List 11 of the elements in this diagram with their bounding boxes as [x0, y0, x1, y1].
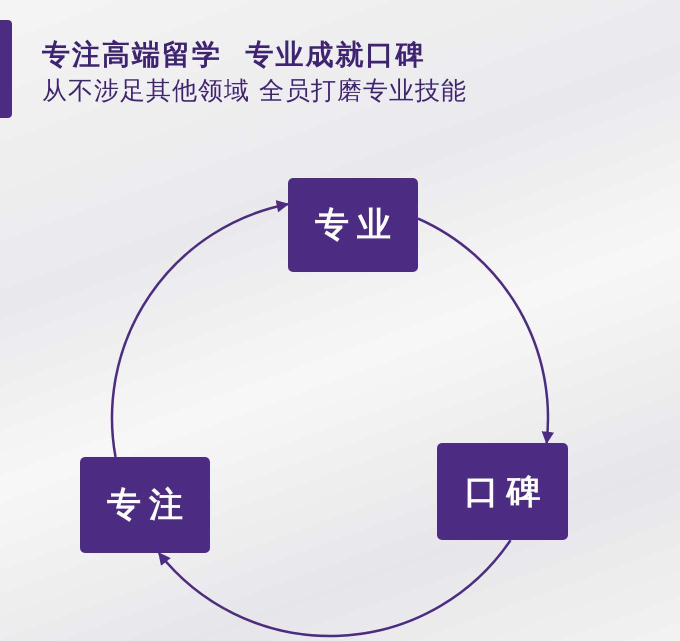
- box-label: 专业: [314, 204, 399, 247]
- process-box: [437, 443, 568, 540]
- arrow: [111, 200, 290, 458]
- arrow: [158, 539, 512, 638]
- box-label: 专注: [106, 484, 191, 527]
- subtitle: 从不涉足其他领域 全员打磨专业技能: [42, 75, 467, 107]
- box-label: 口碑: [464, 470, 548, 514]
- process-box: [288, 178, 418, 272]
- process-box: [80, 457, 210, 553]
- arrow: [417, 217, 554, 444]
- title: 专注高端留学 专业成就口碑: [42, 37, 426, 73]
